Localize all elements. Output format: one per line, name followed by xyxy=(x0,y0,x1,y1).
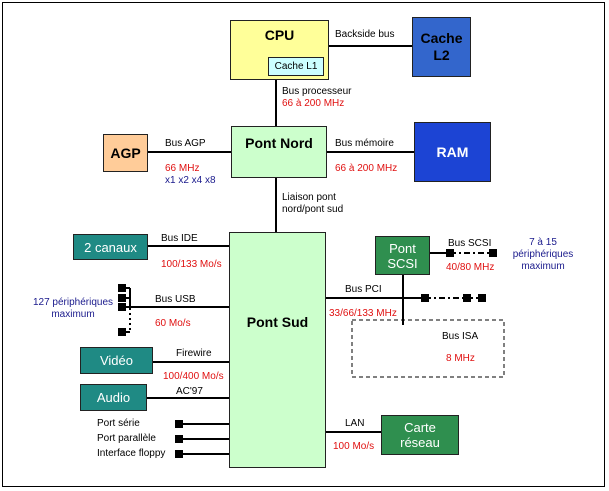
interface-floppy-label: Interface floppy xyxy=(97,448,166,459)
isa-bus-dashed-box xyxy=(351,319,505,378)
ram-label: RAM xyxy=(436,144,469,160)
memory-bus-label: Bus mémoire xyxy=(335,138,394,149)
firewire-speed: 100/400 Mo/s xyxy=(163,371,224,382)
carte-reseau-box: Carte réseau xyxy=(381,415,459,455)
memory-bus-speed: 66 à 200 MHz xyxy=(335,163,398,174)
diagram-frame xyxy=(2,2,605,487)
north-south-link-label-1: Liaison pont xyxy=(282,192,336,203)
pont-sud-label: Pont Sud xyxy=(246,314,309,330)
ide-bus-label: Bus IDE xyxy=(161,233,198,244)
usb-bus-speed: 60 Mo/s xyxy=(155,318,191,329)
pont-scsi-box: Pont SCSI xyxy=(375,236,430,275)
pont-scsi-line-1: Pont xyxy=(389,240,416,256)
cache-l2-box: Cache L2 xyxy=(412,17,471,77)
cache-l2-line-2: L2 xyxy=(433,47,450,63)
pont-nord-label: Pont Nord xyxy=(245,135,313,151)
cache-l1-label: Cache L1 xyxy=(274,61,318,72)
scsi-note-3: maximum xyxy=(521,261,565,272)
lan-speed: 100 Mo/s xyxy=(333,441,375,452)
carte-reseau-line-1: Carte xyxy=(404,420,436,435)
pont-scsi-line-2: SCSI xyxy=(387,255,418,271)
agp-bus-label: Bus AGP xyxy=(165,138,206,149)
ac97-label: AC'97 xyxy=(176,386,203,397)
video-box: Vidéo xyxy=(80,347,153,374)
agp-bus-speed: 66 MHz xyxy=(165,163,200,174)
port-parallele-label: Port parallèle xyxy=(97,433,156,444)
video-label: Vidéo xyxy=(99,353,133,368)
isa-bus-speed: 8 MHz xyxy=(446,353,475,364)
agp-bus-modes: x1 x2 x4 x8 xyxy=(165,175,216,186)
usb-note-1: 127 périphériques xyxy=(32,297,114,308)
carte-reseau-line-2: réseau xyxy=(400,435,440,450)
pont-sud-box: Pont Sud xyxy=(229,232,326,468)
backside-bus-label: Backside bus xyxy=(335,29,395,40)
scsi-bus-label: Bus SCSI xyxy=(448,238,492,249)
usb-note-2: maximum xyxy=(51,309,95,320)
pont-nord-box: Pont Nord xyxy=(231,126,327,178)
agp-box: AGP xyxy=(103,134,148,172)
agp-label: AGP xyxy=(110,145,141,161)
audio-box: Audio xyxy=(80,384,147,411)
processor-bus-speed: 66 à 200 MHz xyxy=(282,98,345,109)
audio-label: Audio xyxy=(96,390,131,405)
scsi-note-1: 7 à 15 xyxy=(529,237,557,248)
port-serie-label: Port série xyxy=(97,418,140,429)
port-connectors xyxy=(118,249,497,458)
firewire-label: Firewire xyxy=(176,348,212,359)
cache-l1-box: Cache L1 xyxy=(268,57,324,76)
processor-bus-label: Bus processeur xyxy=(282,86,352,97)
cpu-label: CPU xyxy=(264,27,295,43)
isa-bus-label: Bus ISA xyxy=(442,331,479,342)
scsi-bus-speed: 40/80 MHz xyxy=(446,262,495,273)
north-south-link-label-2: nord/pont sud xyxy=(282,204,344,215)
ide-channels-box: 2 canaux xyxy=(73,234,148,260)
ram-box: RAM xyxy=(414,122,491,182)
pci-bus-label: Bus PCI xyxy=(345,284,382,295)
ide-bus-speed: 100/133 Mo/s xyxy=(161,259,222,270)
usb-bus-label: Bus USB xyxy=(155,294,196,305)
scsi-note-2: périphériques xyxy=(512,249,574,260)
pci-bus-speed: 33/66/133 MHz xyxy=(329,308,397,319)
ide-channels-label: 2 canaux xyxy=(84,239,137,255)
cache-l2-line-1: Cache xyxy=(420,30,463,46)
lan-label: LAN xyxy=(345,418,365,429)
